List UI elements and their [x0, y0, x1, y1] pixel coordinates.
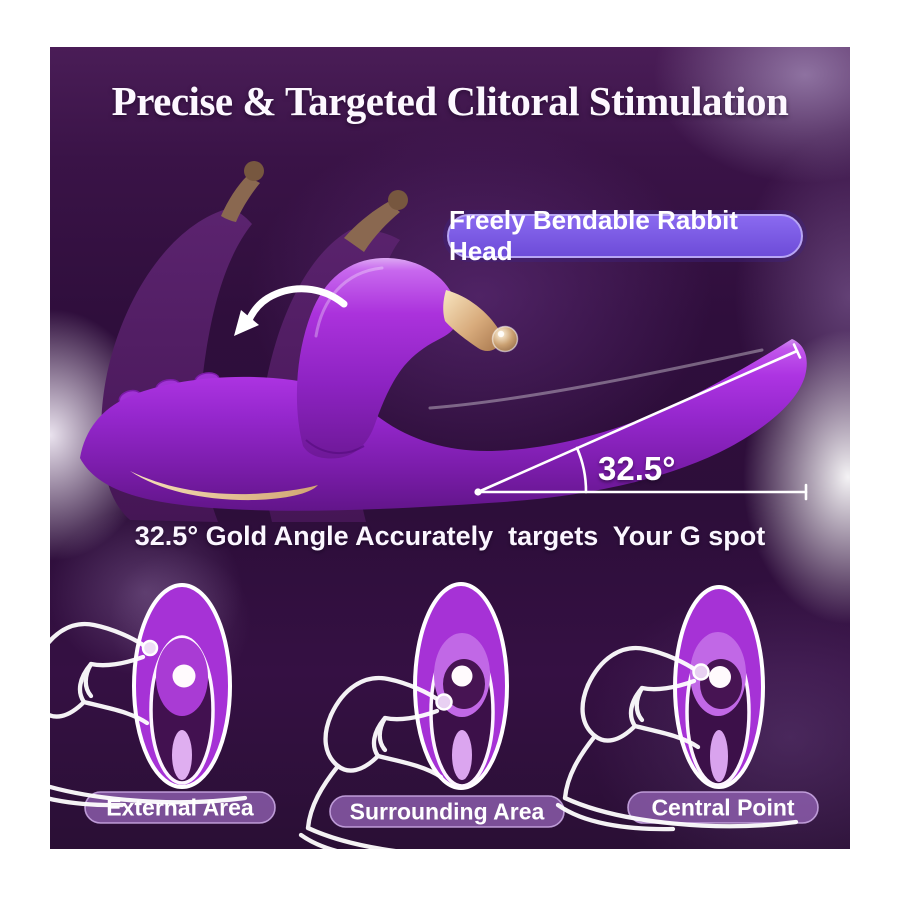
diagram-label: Surrounding Area [350, 799, 545, 825]
angle-measurement-lines [474, 343, 808, 501]
arm-sheen [314, 266, 384, 338]
feature-badge: Freely Bendable Rabbit Head [447, 205, 803, 266]
angle-value-label: 32.5° [598, 450, 676, 487]
diagram-label: Central Point [651, 795, 794, 821]
central-white-point [172, 664, 196, 688]
ghost-gold-ball [388, 190, 408, 210]
product-photo-area: External Area Surrounding Area [50, 47, 850, 849]
arm-body-crease [305, 439, 365, 455]
ghost-gold-ball [244, 161, 264, 181]
angle-caption: 32.5° Gold Angle Accurately targets Your… [134, 521, 766, 551]
page-title: Precise & Targeted Clitoral Stimulation [111, 78, 789, 124]
vibrator-body [80, 339, 807, 511]
shaft-sheen [428, 348, 764, 410]
central-white-point [451, 665, 473, 687]
diagram-label: External Area [106, 795, 254, 821]
ghost-gold-tip [344, 202, 400, 252]
label-pill [329, 795, 565, 828]
lower-pale-zone [452, 730, 472, 780]
lower-pale-zone [710, 730, 728, 782]
diagram-surrounding-area: Surrounding Area [301, 582, 565, 849]
handle-gold-accent [130, 471, 318, 501]
diagram-external-area: External Area [50, 583, 276, 824]
ghost-gold-tip [221, 176, 260, 222]
central-white-point [709, 666, 731, 688]
gold-ball-highlight [497, 330, 505, 338]
touch-point [692, 663, 710, 681]
touch-point [435, 693, 453, 711]
gold-tip [443, 290, 501, 351]
label-pill [627, 791, 819, 824]
rabbit-arm [296, 257, 519, 459]
bend-direction-arrow-icon [234, 285, 348, 336]
product-scene: External Area Surrounding Area [50, 161, 819, 849]
lower-pale-zone [172, 730, 192, 780]
diagram-central-point: Central Point [558, 585, 819, 829]
gold-ball [491, 325, 519, 353]
touch-point [141, 639, 159, 657]
